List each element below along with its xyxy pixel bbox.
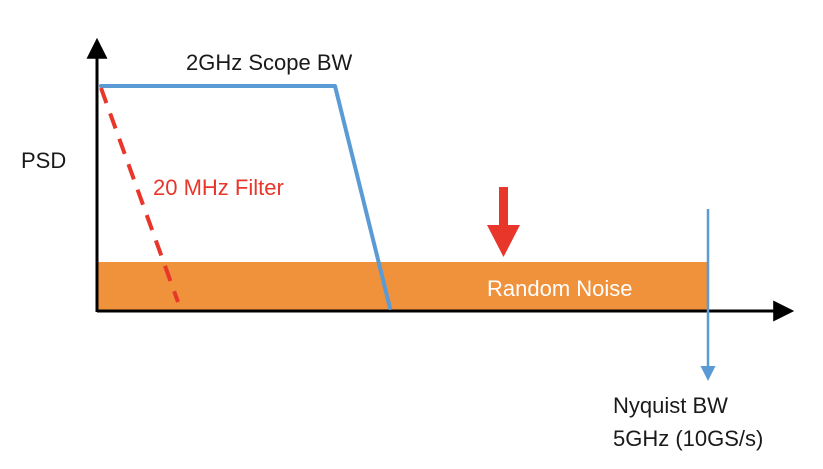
y-axis-label: PSD (21, 148, 66, 173)
random-noise-band (97, 262, 707, 310)
filter-label: 20 MHz Filter (153, 175, 284, 200)
nyquist-rate-label: 5GHz (10GS/s) (613, 426, 763, 451)
noise-reduction-arrow (487, 187, 520, 257)
nyquist-bw-label: Nyquist BW (613, 393, 728, 418)
random-noise-label: Random Noise (487, 276, 633, 301)
filter-curve (99, 87, 180, 303)
scope-bw-label: 2GHz Scope BW (186, 50, 353, 75)
scope-bw-curve (99, 84, 392, 310)
